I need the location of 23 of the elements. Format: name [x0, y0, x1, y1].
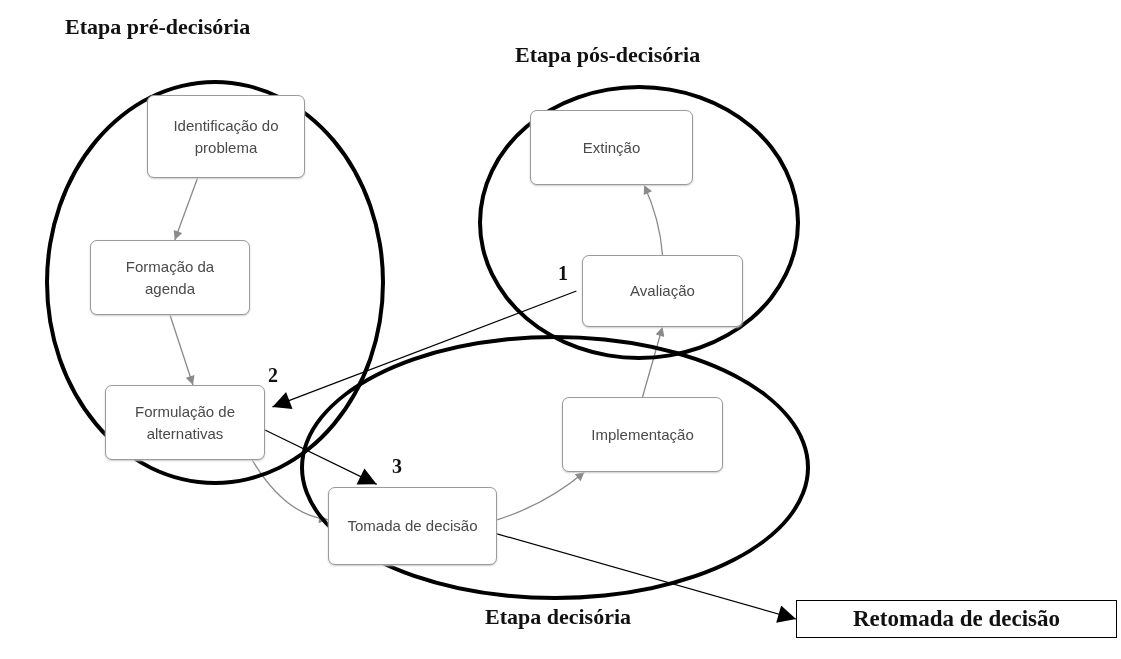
outcome-box: Retomada de decisão [796, 600, 1117, 638]
process-box: Formação da agenda [90, 240, 250, 315]
arrow [169, 314, 195, 386]
stage-heading: Etapa decisória [485, 604, 632, 630]
arrow [496, 533, 797, 623]
arrow [271, 290, 577, 409]
process-box: Tomada de decisão [328, 487, 497, 565]
arrow [173, 177, 199, 241]
arrow [643, 184, 664, 256]
process-box: Implementação [562, 397, 723, 472]
arrow [264, 429, 378, 485]
step-number: 3 [392, 455, 402, 478]
arrow [641, 326, 665, 398]
process-box: Formulação de alternativas [105, 385, 265, 460]
stage-heading: Etapa pré-decisória [65, 14, 251, 40]
process-box: Extinção [530, 110, 693, 185]
arrow [251, 459, 329, 523]
process-box: Avaliação [582, 255, 743, 327]
step-number: 2 [268, 364, 278, 387]
step-number: 1 [558, 262, 568, 285]
stage-heading: Etapa pós-decisória [515, 42, 701, 68]
arrow [496, 471, 586, 521]
process-box: Identificação do problema [147, 95, 305, 178]
